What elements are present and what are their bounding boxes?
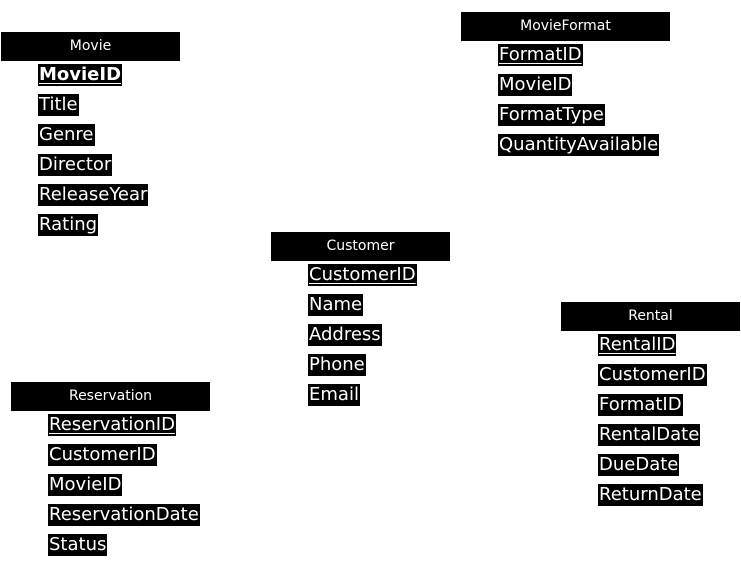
attribute-rentaldate: RentalDate — [598, 424, 701, 446]
entity-header-reservation: Reservation — [11, 382, 210, 411]
attribute-address: Address — [308, 324, 382, 346]
attribute-movieid-fk: MovieID — [498, 74, 573, 96]
attribute-movieid-fk: MovieID — [48, 474, 123, 496]
attribute-rentalid: RentalID — [598, 334, 677, 356]
attribute-releaseyear: ReleaseYear — [38, 184, 149, 206]
attribute-duedate: DueDate — [598, 454, 680, 476]
attribute-title: Title — [38, 94, 79, 116]
attribute-email: Email — [308, 384, 360, 406]
attribute-reservationid: ReservationID — [48, 414, 176, 436]
entity-header-movieformat: MovieFormat — [461, 12, 670, 41]
attribute-genre: Genre — [38, 124, 95, 146]
attribute-phone: Phone — [308, 354, 366, 376]
attribute-rating: Rating — [38, 214, 99, 236]
attribute-customerid-fk: CustomerID — [598, 364, 707, 386]
attribute-formatid: FormatID — [498, 44, 583, 66]
attribute-formatid-fk: FormatID — [598, 394, 683, 416]
attribute-quantityavailable: QuantityAvailable — [498, 134, 660, 156]
attribute-status: Status — [48, 534, 108, 556]
attribute-customerid-fk: CustomerID — [48, 444, 157, 466]
attribute-returndate: ReturnDate — [598, 484, 703, 506]
attribute-movieid: MovieID — [38, 64, 123, 86]
entity-header-customer: Customer — [271, 232, 450, 261]
entity-header-movie: Movie — [1, 32, 180, 61]
entity-header-rental: Rental — [561, 302, 740, 331]
attribute-director: Director — [38, 154, 113, 176]
attribute-name: Name — [308, 294, 364, 316]
attribute-formattype: FormatType — [498, 104, 605, 126]
attribute-reservationdate: ReservationDate — [48, 504, 200, 526]
attribute-customerid: CustomerID — [308, 264, 417, 286]
